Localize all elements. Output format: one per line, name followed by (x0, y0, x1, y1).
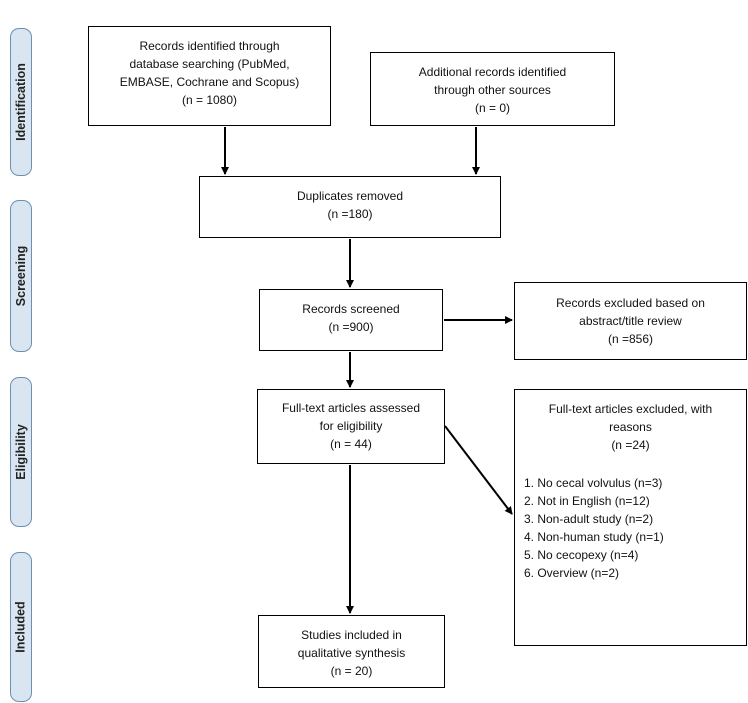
database-count: (n = 1080) (181, 93, 238, 107)
database-line3: EMBASE, Cochrane and Scopus) (119, 75, 300, 89)
screened-line1: Records screened (302, 302, 400, 316)
fulltext-excluded-line2: reasons (609, 420, 652, 434)
stage-identification: Identification (10, 28, 32, 176)
stage-screening: Screening (10, 200, 32, 352)
database-line2: database searching (PubMed, (129, 57, 290, 71)
exclusion-reason: 3. Non-adult study (n=2) (524, 512, 654, 526)
fulltext-excluded-count: (n =24) (611, 438, 650, 452)
box-records-screened: Records screened (n =900) (259, 289, 443, 351)
other-sources-count: (n = 0) (474, 101, 510, 115)
fulltext-count: (n = 44) (330, 437, 372, 451)
exclusion-reasons-list: 1. No cecal volvulus (n=3) 2. Not in Eng… (515, 474, 746, 582)
included-count: (n = 20) (330, 664, 373, 678)
box-other-sources: Additional records identified through ot… (370, 52, 615, 126)
other-sources-line2: through other sources (434, 83, 551, 97)
exclusion-reason: 2. Not in English (n=12) (524, 494, 650, 508)
exclusion-reason: 5. No cecopexy (n=4) (524, 548, 639, 562)
excluded-abstract-line2: abstract/title review (579, 314, 682, 328)
exclusion-reason: 1. No cecal volvulus (n=3) (524, 476, 663, 490)
fulltext-line1: Full-text articles assessed (281, 401, 421, 415)
duplicates-line1: Duplicates removed (296, 189, 404, 203)
included-line1: Studies included in (301, 628, 402, 642)
excluded-abstract-line1: Records excluded based on (556, 296, 705, 310)
stage-included: Included (10, 552, 32, 702)
exclusion-reason: 4. Non-human study (n=1) (524, 530, 664, 544)
other-sources-line1: Additional records identified (418, 65, 567, 79)
fulltext-excluded-line1: Full-text articles excluded, with (548, 402, 713, 416)
fulltext-line2: for eligibility (319, 419, 383, 433)
box-studies-included: Studies included in qualitative synthesi… (258, 615, 445, 688)
box-database-records: Records identified through database sear… (88, 26, 331, 126)
arrow-fulltext-to-excluded (444, 425, 513, 515)
database-line1: Records identified through (139, 39, 280, 53)
screened-count: (n =900) (328, 320, 374, 334)
excluded-abstract-count: (n =856) (607, 332, 654, 346)
duplicates-count: (n =180) (327, 207, 373, 221)
box-fulltext-excluded: Full-text articles excluded, with reason… (514, 389, 747, 646)
box-fulltext-assessed: Full-text articles assessed for eligibil… (257, 389, 445, 464)
included-line2: qualitative synthesis (297, 646, 406, 660)
exclusion-reason: 6. Overview (n=2) (524, 566, 620, 580)
box-records-excluded: Records excluded based on abstract/title… (514, 282, 747, 360)
stage-eligibility: Eligibility (10, 377, 32, 527)
box-duplicates-removed: Duplicates removed (n =180) (199, 176, 501, 238)
